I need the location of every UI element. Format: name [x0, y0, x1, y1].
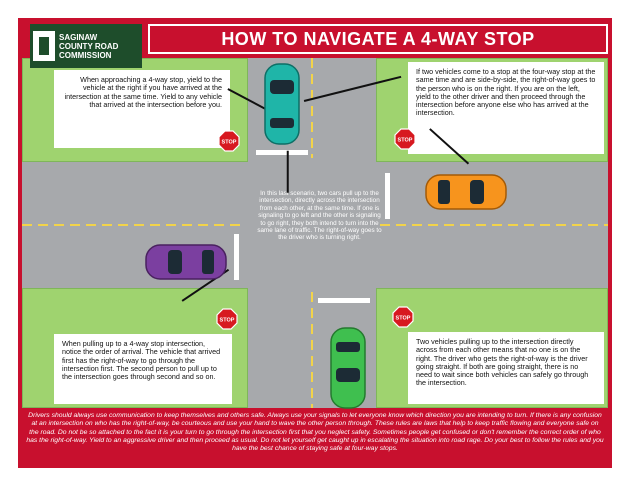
stop-sign-icon: STOP [218, 130, 240, 152]
logo: SAGINAW COUNTY ROAD COMMISSION [30, 24, 142, 68]
stop-sign-icon: STOP [392, 306, 414, 328]
logo-line-1: SAGINAW [59, 32, 98, 42]
stop-sign-label: STOP [222, 140, 237, 146]
pointer-line-center [287, 150, 289, 193]
note-top-right: If two vehicles come to a stop at the fo… [408, 62, 604, 154]
orange-car [425, 174, 507, 210]
center-line-east [380, 224, 608, 226]
stop-sign-label: STOP [396, 316, 411, 322]
stop-bar-east [385, 173, 390, 219]
stop-sign-label: STOP [398, 138, 413, 144]
center-line-north [311, 58, 313, 158]
note-top-right-text: If two vehicles come to a stop at the fo… [416, 67, 596, 118]
page-title: HOW TO NAVIGATE A 4-WAY STOP [221, 28, 535, 49]
stop-bar-west [234, 234, 239, 280]
stop-bar-south [318, 298, 370, 303]
purple-car [145, 244, 227, 280]
center-line-south [311, 292, 313, 408]
footer-text: Drivers should always use communication … [26, 412, 604, 453]
stop-sign-icon: STOP [216, 308, 238, 330]
note-bottom-left: When pulling up to a 4-way stop intersec… [54, 334, 232, 404]
stop-bar-north [256, 150, 308, 155]
logo-line-2: COUNTY ROAD [59, 41, 119, 51]
note-bottom-right: Two vehicles pulling up to the intersect… [408, 332, 604, 404]
stop-sign-label: STOP [220, 318, 235, 324]
stop-sign-icon: STOP [394, 128, 416, 150]
green-car [330, 327, 366, 409]
teal-car [264, 63, 300, 145]
note-top-left-text: When approaching a 4-way stop, yield to … [64, 75, 222, 109]
center-note: In this last scenario, two cars pull up … [257, 190, 382, 242]
logo-icon [33, 31, 55, 61]
logo-line-3: COMMISSION [59, 50, 112, 60]
logo-text: SAGINAW COUNTY ROAD COMMISSION [59, 33, 118, 60]
note-bottom-right-text: Two vehicles pulling up to the intersect… [416, 337, 589, 388]
title-banner: HOW TO NAVIGATE A 4-WAY STOP [148, 24, 608, 54]
note-top-left: When approaching a 4-way stop, yield to … [54, 70, 230, 148]
center-line-west [22, 224, 244, 226]
note-bottom-left-text: When pulling up to a 4-way stop intersec… [62, 339, 221, 382]
